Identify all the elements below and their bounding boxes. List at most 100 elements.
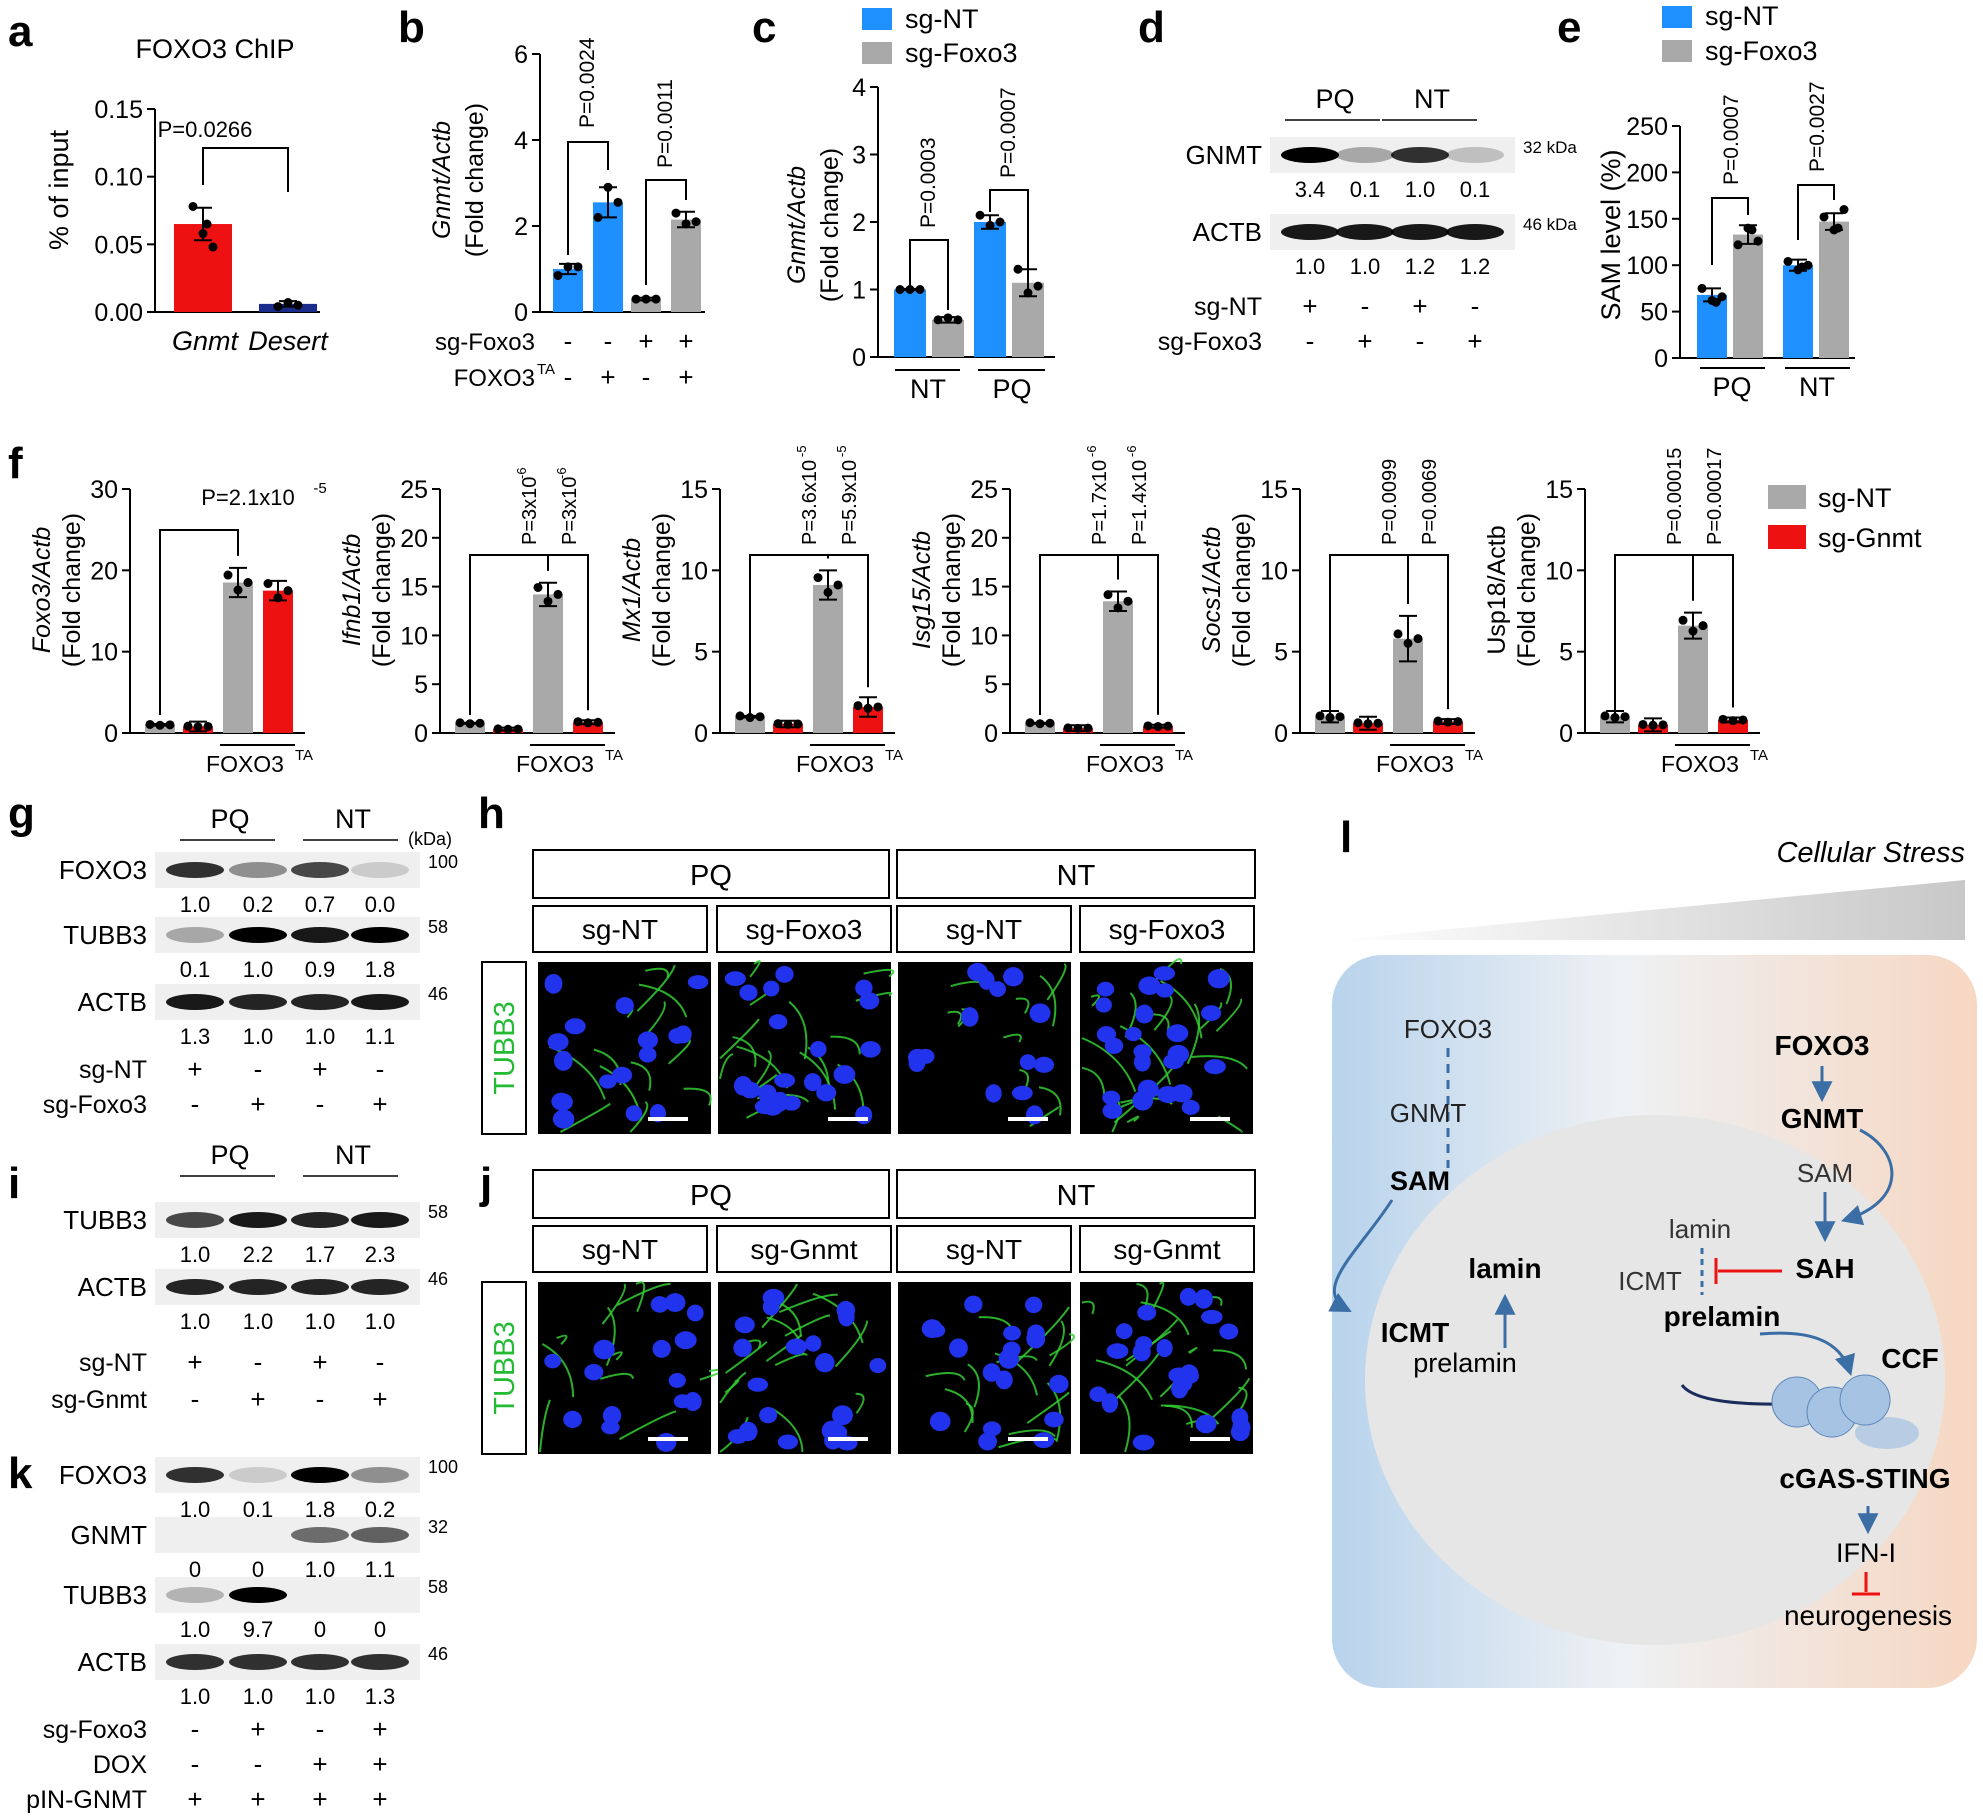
data-point <box>1783 256 1793 266</box>
nucleus-dapi <box>985 1084 1002 1103</box>
group-label: NT <box>1057 860 1096 892</box>
neurite <box>1046 963 1067 1001</box>
left-lamin-label: lamin <box>1468 1253 1541 1284</box>
blot-band <box>351 927 409 943</box>
y-tick-label: 5 <box>414 671 428 699</box>
f-group-sup: TA <box>1750 747 1768 764</box>
micrograph <box>538 1281 726 1454</box>
nucleus-dapi <box>949 1338 968 1358</box>
data-point <box>671 208 681 218</box>
data-point <box>263 579 273 589</box>
neurite <box>855 1392 865 1414</box>
data-point <box>1035 719 1045 729</box>
y-tick-label: 20 <box>970 525 998 553</box>
blot-row-label: FOXO3 <box>59 1460 147 1490</box>
blot-row-label: TUBB3 <box>63 1205 147 1235</box>
neurite <box>1090 994 1101 1007</box>
bar <box>1678 625 1708 733</box>
blot-kda: 46 <box>428 1269 448 1289</box>
nucleus-dapi <box>673 1394 692 1409</box>
subgroup-label: sg-Foxo3 <box>1109 914 1226 945</box>
f-group-sup: TA <box>885 747 903 764</box>
f-ylabel-unit: (Fold change) <box>1228 513 1256 667</box>
nucleus-dapi <box>1025 1296 1043 1314</box>
data-point <box>165 720 175 730</box>
panel-e-legend: sg-NT sg-Foxo3 <box>1662 1 1818 66</box>
blot-band <box>291 1467 349 1483</box>
data-point <box>895 285 905 294</box>
y-tick-label: 30 <box>90 476 118 504</box>
nucleus-dapi <box>833 1065 856 1084</box>
micrograph <box>718 1282 891 1454</box>
data-point <box>1443 717 1453 727</box>
data-point <box>1025 718 1035 728</box>
neurite <box>638 983 688 1018</box>
blot-band <box>351 1527 409 1543</box>
nucleus-dapi <box>855 979 873 997</box>
nucleus-dapi <box>1195 1414 1217 1434</box>
data-point <box>681 219 691 229</box>
y-tick-label: 0 <box>984 720 998 748</box>
blot-kda: 46 <box>428 984 448 1004</box>
data-point <box>183 721 193 731</box>
condition-sign: + <box>312 1784 327 1814</box>
group-label: NT <box>910 374 946 404</box>
neurite <box>1015 997 1030 1014</box>
data-point <box>145 719 155 729</box>
neurite <box>619 1410 677 1441</box>
nucleus-dapi <box>1163 1053 1184 1070</box>
condition-label: sg-Foxo3 <box>43 1091 147 1119</box>
blot-strip <box>155 1577 420 1613</box>
data-point <box>1797 262 1807 272</box>
right-gnmt-arrow <box>1840 1128 1894 1226</box>
legend-label: sg-NT <box>1705 1 1779 31</box>
right-lamin-label: lamin <box>1669 1214 1731 1244</box>
bar <box>1103 601 1133 733</box>
significance-bracket <box>909 239 949 310</box>
blot-band <box>229 1587 287 1603</box>
nucleus-dapi <box>1173 1373 1193 1393</box>
y-tick-label: 15 <box>970 574 998 602</box>
blot-quant-value: 1.2 <box>1405 254 1436 279</box>
blot-kda-header: (kDa) <box>408 829 452 849</box>
y-tick-label: 0.15 <box>94 96 143 124</box>
neurite <box>1153 995 1173 1031</box>
neurite <box>1095 1359 1153 1401</box>
blot-quant-value: 1.0 <box>180 1684 211 1709</box>
nucleus-dapi <box>777 1434 798 1450</box>
nucleus-dapi <box>1137 1304 1157 1321</box>
blot-band <box>351 994 409 1010</box>
nucleus-dapi <box>916 1048 935 1065</box>
nucleus-dapi <box>860 1041 881 1058</box>
neurite <box>774 1353 808 1367</box>
y-tick-label: 10 <box>970 622 998 650</box>
nucleus-dapi <box>803 1073 822 1092</box>
neurite <box>1003 1033 1022 1043</box>
nucleus-dapi <box>1155 983 1174 998</box>
bar <box>1433 721 1463 733</box>
panel-letter-e: e <box>1557 3 1581 52</box>
right-prelamin-arrow <box>1759 1331 1855 1377</box>
data-point <box>943 313 953 323</box>
legend-label: sg-Foxo3 <box>1705 36 1818 66</box>
nucleus-dapi <box>1089 1386 1107 1403</box>
data-point <box>641 294 651 304</box>
subgroup-label: sg-Gnmt <box>750 1234 858 1265</box>
legend-swatch-sg-nt <box>862 8 892 30</box>
condition-sign: - <box>254 1347 263 1377</box>
right-sam-label: SAM <box>1797 1158 1853 1188</box>
blot-kda: 100 <box>428 852 458 872</box>
group-box <box>896 849 1256 899</box>
ccf-shadow <box>1855 1417 1919 1449</box>
group-label: NT <box>1799 372 1835 402</box>
blot-band <box>1446 147 1504 163</box>
blot-band <box>291 927 349 943</box>
neurite <box>1126 1115 1140 1124</box>
data-point <box>691 217 701 227</box>
blot-quant-value: 1.0 <box>180 1309 211 1334</box>
blot-band <box>1281 224 1339 240</box>
group-label: NT <box>1057 1180 1096 1212</box>
condition-label: sg-Foxo3 <box>1158 328 1262 356</box>
panel-letter-k: k <box>8 1449 33 1498</box>
data-point <box>1747 225 1757 235</box>
